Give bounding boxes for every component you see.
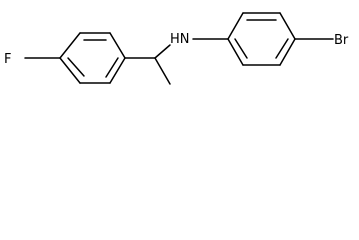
bond — [279, 38, 296, 66]
structure-canvas: F HN Br — [0, 0, 359, 111]
double-bond — [105, 57, 119, 78]
bond — [59, 32, 81, 59]
ch-nh-bond — [154, 44, 171, 59]
amine-label: HN — [170, 32, 190, 47]
double-bond — [234, 38, 248, 59]
bond — [109, 57, 126, 84]
bond — [279, 12, 296, 40]
bond — [59, 57, 81, 84]
bromine-label: Br — [334, 33, 349, 48]
bond — [227, 38, 244, 66]
bromophenyl-ring — [227, 12, 296, 66]
methyl-bond — [154, 57, 171, 85]
bond — [227, 12, 244, 40]
molecule-structure: F HN Br — [4, 12, 349, 85]
fluorophenyl-ring — [59, 32, 126, 84]
double-bond — [275, 38, 289, 59]
bond — [109, 32, 126, 59]
fluorine-label: F — [4, 52, 11, 67]
double-bond — [67, 57, 85, 77]
